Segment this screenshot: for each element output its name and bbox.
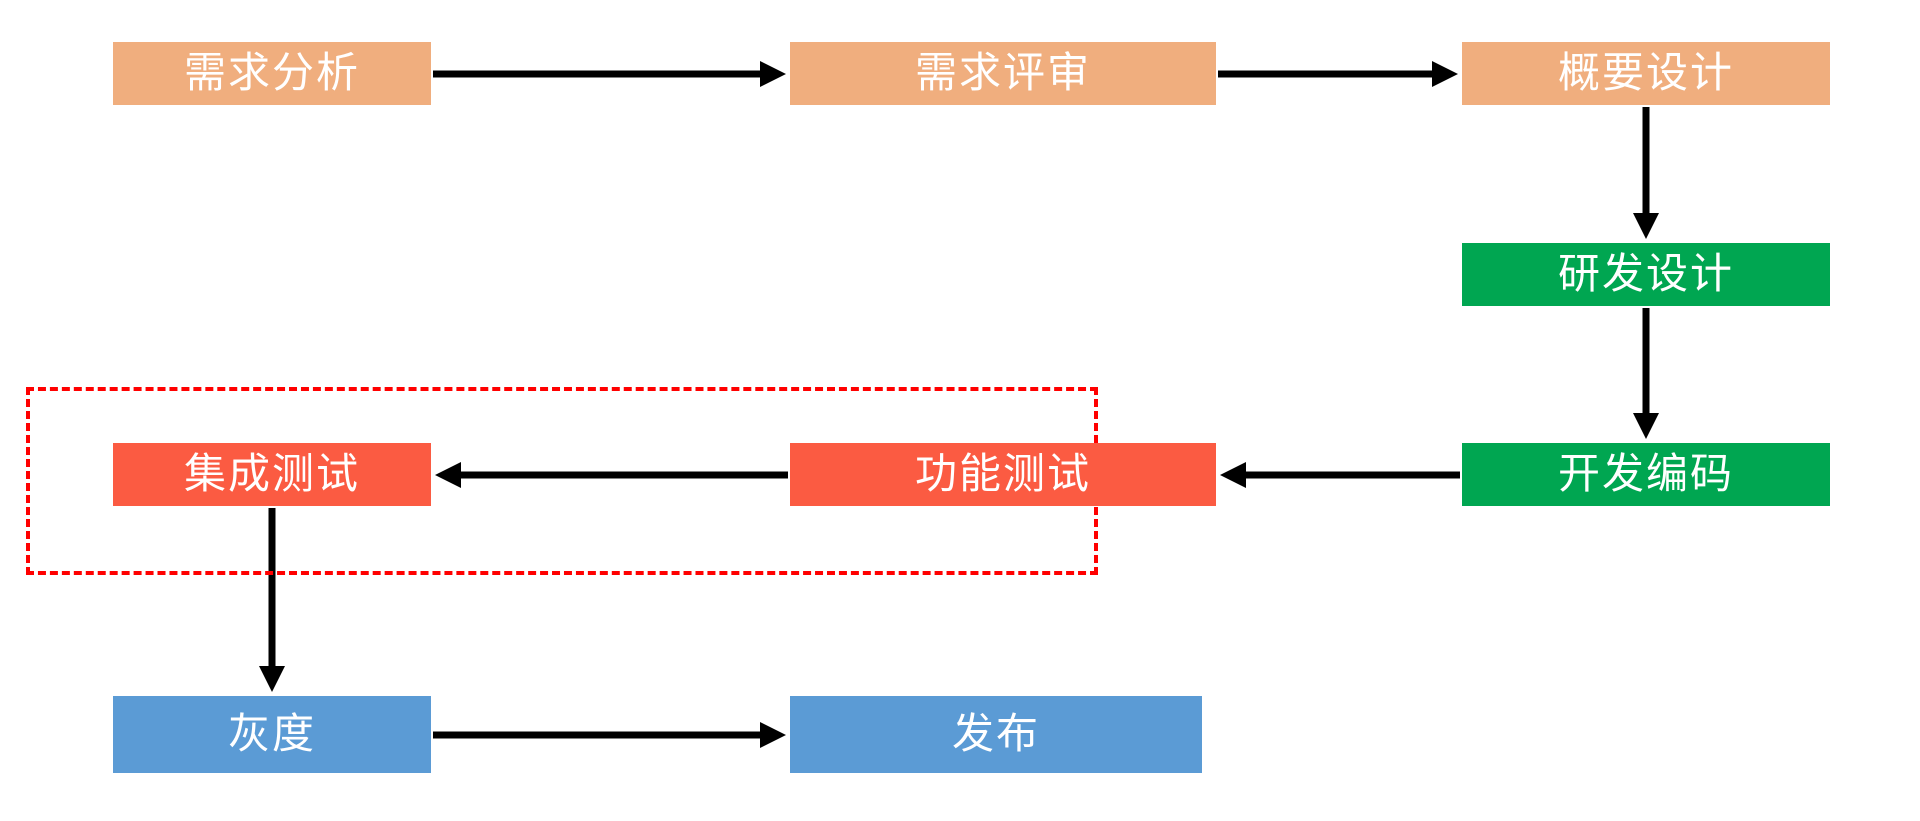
- node-outline-design[interactable]: 概要设计: [1462, 42, 1830, 105]
- node-label: 开发编码: [1557, 451, 1734, 498]
- node-label: 概要设计: [1557, 50, 1734, 97]
- arrow-outline-to-rnd-design: [1633, 107, 1659, 239]
- node-label: 灰度: [227, 711, 316, 758]
- arrow-head: [1220, 462, 1246, 488]
- node-development-coding[interactable]: 开发编码: [1462, 443, 1830, 506]
- node-label: 发布: [951, 711, 1040, 758]
- arrow-head: [1633, 213, 1659, 239]
- node-label: 集成测试: [183, 451, 360, 498]
- arrow-head: [1633, 413, 1659, 439]
- arrow-req-review-to-outline: [1218, 61, 1458, 87]
- node-requirements-analysis[interactable]: 需求分析: [113, 42, 431, 105]
- arrow-head: [259, 666, 285, 692]
- node-integration-test[interactable]: 集成测试: [113, 443, 431, 506]
- node-label: 需求分析: [183, 50, 360, 97]
- node-release[interactable]: 发布: [790, 696, 1202, 773]
- node-requirements-review[interactable]: 需求评审: [790, 42, 1216, 105]
- node-grayscale-release[interactable]: 灰度: [113, 696, 431, 773]
- node-label: 需求评审: [914, 50, 1091, 97]
- arrow-rnd-design-to-coding: [1633, 308, 1659, 439]
- node-label: 研发设计: [1557, 251, 1734, 298]
- arrow-req-analysis-to-review: [433, 61, 786, 87]
- arrow-coding-to-functional-test: [1220, 462, 1460, 488]
- arrow-head: [1432, 61, 1458, 87]
- node-label: 功能测试: [914, 451, 1091, 498]
- node-rnd-design[interactable]: 研发设计: [1462, 243, 1830, 306]
- arrow-head: [760, 722, 786, 748]
- arrow-grayscale-to-release: [433, 722, 786, 748]
- arrow-head: [760, 61, 786, 87]
- node-functional-test[interactable]: 功能测试: [790, 443, 1216, 506]
